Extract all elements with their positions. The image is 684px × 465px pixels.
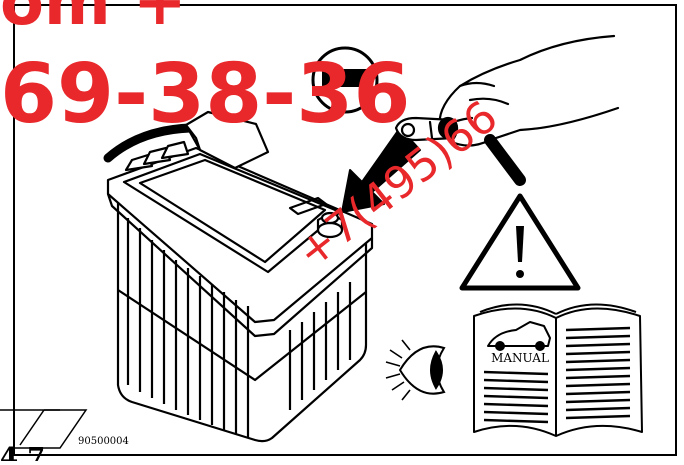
figure-code: 90500004: [78, 436, 129, 447]
figure-footer: 4.7 90500004: [0, 410, 129, 461]
manual-label: MANUAL: [491, 351, 549, 365]
warning-triangle-icon: [462, 196, 578, 288]
watermark-line2: 69-38-36: [0, 47, 410, 142]
open-manual-icon: MANUAL: [474, 304, 642, 436]
watermark-line1: om +: [0, 0, 187, 40]
page-number: 4.7: [0, 443, 45, 461]
eye-icon: [386, 340, 444, 400]
battery-icon: [108, 112, 372, 441]
